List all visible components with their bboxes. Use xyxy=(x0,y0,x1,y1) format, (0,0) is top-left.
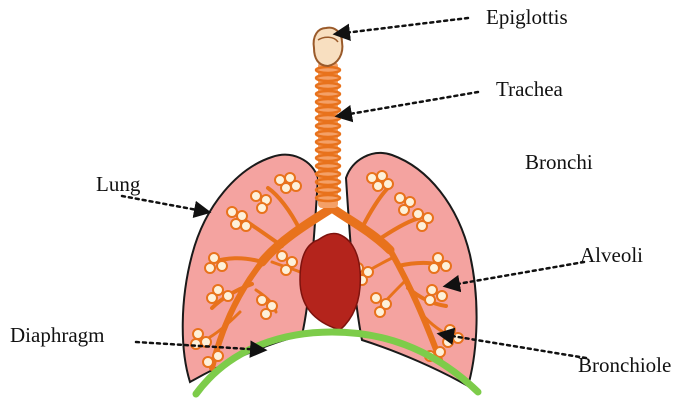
label-epiglottis: Epiglottis xyxy=(486,5,568,29)
label-bronchiole: Bronchiole xyxy=(578,353,671,377)
trachea-icon xyxy=(316,62,340,208)
label-bronchi: Bronchi xyxy=(525,150,593,174)
trachea-pointer xyxy=(338,92,478,116)
label-trachea: Trachea xyxy=(496,77,564,101)
label-diaphragm: Diaphragm xyxy=(10,323,104,347)
label-alveoli: Alveoli xyxy=(580,243,643,267)
heart-icon xyxy=(300,233,360,330)
label-lung: Lung xyxy=(96,172,141,196)
epiglottis-icon xyxy=(314,28,343,66)
epiglottis-pointer xyxy=(336,18,468,34)
lung-pointer xyxy=(122,196,208,212)
